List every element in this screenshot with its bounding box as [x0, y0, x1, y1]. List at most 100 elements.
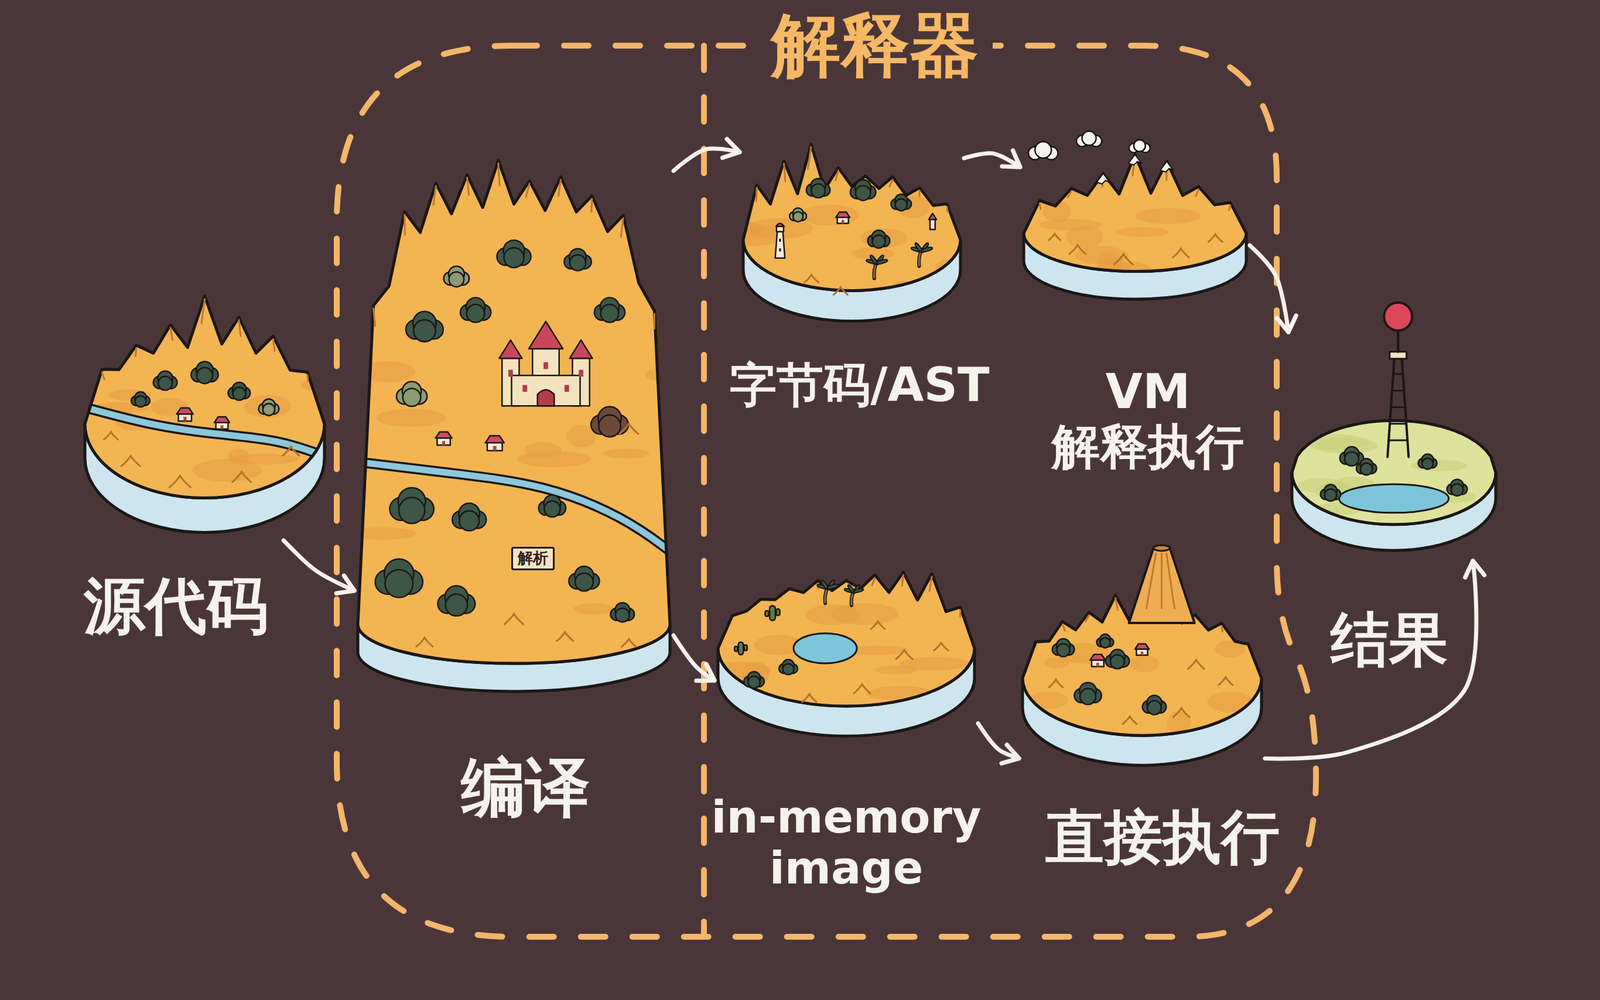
tree-crown	[232, 387, 246, 401]
island-outline	[357, 160, 670, 664]
hill-mark	[1208, 234, 1223, 242]
house	[176, 408, 194, 422]
flow-arrow	[673, 635, 715, 681]
island-node: 直接执行	[1019, 540, 1266, 771]
island-illustration	[714, 530, 979, 745]
castle-window	[564, 385, 570, 393]
house-roof	[1134, 644, 1150, 650]
hill-mark	[504, 614, 524, 625]
tree-crown	[569, 254, 586, 271]
tree-crown	[466, 304, 485, 323]
island-illustration	[739, 127, 964, 332]
cactus-arm	[775, 609, 780, 616]
tree	[890, 194, 912, 211]
cloud	[1129, 139, 1151, 153]
ground-patch	[192, 459, 262, 482]
house-wall	[487, 442, 503, 451]
tower-roof	[928, 213, 937, 220]
mountain-ridge	[620, 218, 624, 238]
house	[435, 432, 453, 446]
text-holder: in-memory image	[708, 791, 984, 895]
ground-patch	[899, 657, 970, 671]
hill-mark	[870, 621, 885, 629]
castle-window	[508, 370, 514, 378]
tree	[1096, 634, 1114, 649]
castle-window	[578, 370, 584, 378]
tree-crown	[895, 199, 908, 211]
tree-crown	[811, 183, 826, 198]
tree-crown	[398, 497, 425, 524]
tree	[743, 671, 765, 689]
volcano-cone	[1129, 548, 1195, 624]
tower-wall	[930, 219, 936, 230]
island-node: 源代码	[81, 275, 328, 541]
ground-patch	[244, 394, 292, 418]
hill-mark	[619, 424, 639, 435]
tree	[389, 487, 434, 524]
snow-cap	[1128, 154, 1142, 166]
island-base	[1291, 472, 1496, 551]
river	[357, 462, 670, 552]
island-label: 源代码	[83, 571, 269, 642]
flow-arrow	[673, 148, 740, 172]
house	[1089, 654, 1106, 668]
signpost-label: 解析	[511, 546, 555, 571]
lighthouse	[775, 223, 786, 258]
mountain-ridge	[525, 183, 530, 198]
castle-window	[543, 362, 549, 370]
flow-arrow	[283, 540, 355, 591]
island-surface	[1291, 420, 1496, 525]
tree-crown	[1360, 463, 1373, 475]
tree	[1052, 638, 1075, 658]
hill-mark	[833, 286, 848, 295]
hill-mark	[104, 432, 119, 440]
surface-detail	[995, 640, 1253, 746]
volcano-ridge	[1146, 552, 1157, 610]
mountain-ridge	[835, 170, 839, 181]
ground-patch	[1066, 225, 1104, 249]
tree-crown	[1421, 458, 1434, 470]
ground-patch	[603, 448, 650, 459]
mountain-ridge	[929, 576, 932, 591]
tree-crown	[792, 212, 803, 222]
mountain-ridge	[467, 178, 470, 196]
tree-crown	[615, 608, 630, 623]
palm-leaf	[920, 246, 933, 254]
tree-crown	[385, 569, 414, 598]
tree	[1074, 682, 1102, 706]
tree	[443, 266, 470, 287]
castle-gate	[537, 390, 555, 407]
island-illustration	[1019, 540, 1266, 771]
tree-crown	[855, 185, 871, 201]
text-holder: 直接执行	[1045, 803, 1280, 871]
tree-crown	[544, 501, 560, 518]
house-door	[841, 220, 844, 224]
river-bank	[357, 462, 670, 552]
snow-cap	[1160, 161, 1174, 173]
tree-crown	[504, 247, 525, 268]
volcano-ridge	[1160, 552, 1163, 610]
mountain-ridge	[558, 179, 562, 197]
tree	[1418, 454, 1438, 470]
island-illustration	[354, 142, 674, 703]
mountain-ridge	[1195, 189, 1199, 197]
tree-crown	[459, 511, 480, 532]
tree-crown	[600, 304, 620, 323]
ground-patch	[799, 204, 860, 226]
hill-mark	[621, 638, 637, 647]
tree	[1356, 458, 1377, 475]
island-illustration	[81, 275, 328, 541]
house	[835, 212, 850, 224]
island-node: in-memory image	[714, 530, 979, 745]
house-door	[1140, 651, 1144, 656]
tower-mast	[1396, 328, 1400, 352]
hill-mark	[1048, 679, 1063, 688]
castle-roof	[498, 340, 522, 359]
house-door	[493, 446, 497, 451]
tree	[1447, 479, 1468, 497]
hill-mark	[1172, 248, 1189, 258]
volcano-crater	[1153, 545, 1171, 552]
volcano	[1129, 545, 1195, 624]
river	[86, 408, 323, 457]
